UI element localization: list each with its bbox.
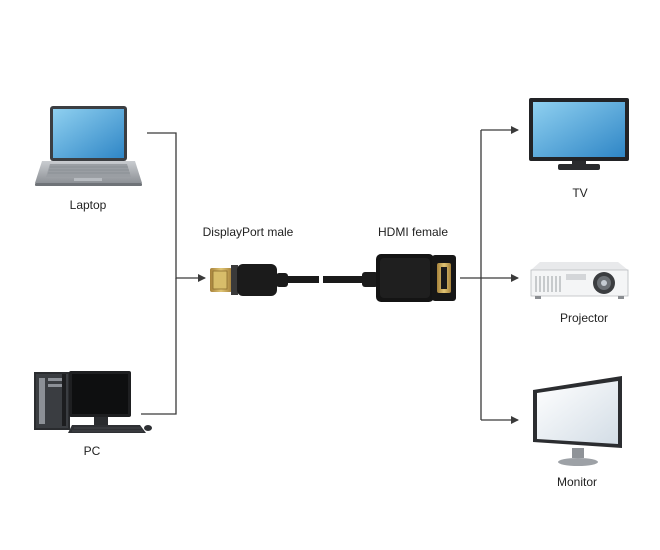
monitor-label: Monitor [557, 475, 597, 489]
laptop-label: Laptop [70, 198, 107, 212]
pc-label: PC [84, 444, 101, 458]
projector-label: Projector [560, 311, 608, 325]
laptop-image [35, 106, 142, 186]
tv-label: TV [572, 186, 587, 200]
adapter-cable-image [210, 254, 456, 302]
tv-image [529, 98, 629, 170]
pc-image [34, 371, 152, 433]
displayport-label: DisplayPort male [203, 225, 294, 239]
monitor-image [533, 376, 622, 466]
projector-image [530, 262, 629, 299]
laptop-line [147, 132, 206, 282]
pc-line [141, 278, 177, 415]
hdmi-label: HDMI female [378, 225, 448, 239]
connector-lines [141, 126, 519, 424]
